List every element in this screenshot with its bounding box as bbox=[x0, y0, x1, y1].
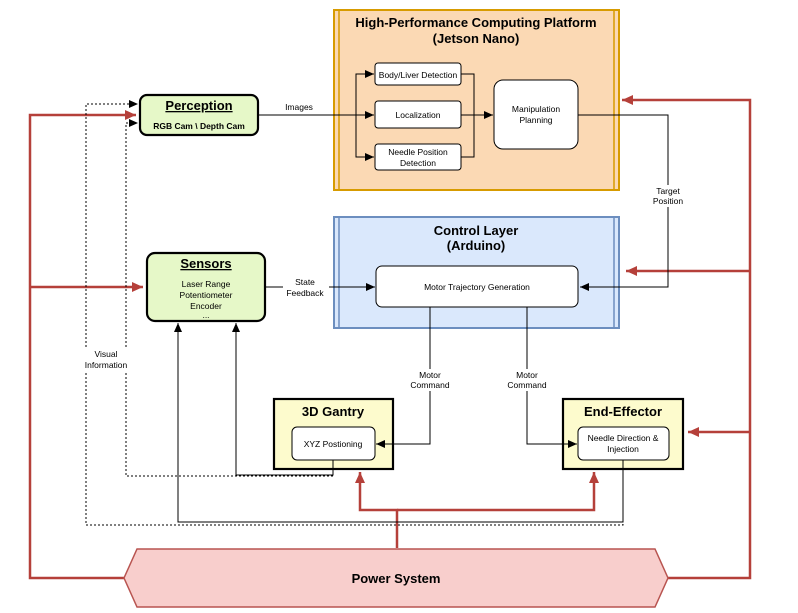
perception-title: Perception bbox=[165, 98, 232, 113]
gantry-to-sensors-feedback bbox=[232, 323, 334, 476]
visual-information-lines bbox=[85, 100, 624, 526]
hpc-title: High-Performance Computing Platform bbox=[355, 15, 596, 30]
gantry-title: 3D Gantry bbox=[302, 404, 365, 419]
end-effector-block: End-Effector Needle Direction & Injectio… bbox=[561, 397, 685, 471]
localization-label: Localization bbox=[396, 110, 441, 120]
control-layer: Control Layer (Arduino) Motor Trajectory… bbox=[333, 216, 620, 329]
state-feedback-label-2: Feedback bbox=[286, 288, 324, 298]
effector-to-sensors-feedback bbox=[174, 323, 624, 523]
power-line-to-effector-bottom bbox=[397, 472, 599, 512]
motor-command-gantry bbox=[376, 307, 431, 448]
body-liver-detection-label: Body/Liver Detection bbox=[379, 70, 458, 80]
visual-info-gantry bbox=[125, 119, 334, 477]
visual-information-label-1: Visual bbox=[95, 349, 118, 359]
needle-direction-label-1: Needle Direction & bbox=[588, 433, 659, 443]
sensors-block: Sensors Laser Range Potentiometer Encode… bbox=[145, 251, 267, 323]
sensor-item: Laser Range bbox=[182, 279, 231, 289]
hpc-subtitle: (Jetson Nano) bbox=[433, 31, 520, 46]
motor-command-effector-label-1: Motor bbox=[516, 370, 538, 380]
motor-command-gantry-label-2: Command bbox=[410, 380, 449, 390]
visual-information-label-2: Information bbox=[85, 360, 128, 370]
power-line-left-bus bbox=[28, 110, 136, 580]
power-line-right-bus bbox=[622, 95, 752, 580]
sensors-title: Sensors bbox=[180, 256, 231, 271]
target-position-label-2: Position bbox=[653, 196, 684, 206]
manipulation-planning-label-2: Planning bbox=[519, 115, 552, 125]
motor-command-gantry-label-1: Motor bbox=[419, 370, 441, 380]
sensor-item: Encoder bbox=[190, 301, 222, 311]
power-line-to-devices bbox=[355, 472, 399, 548]
motor-command-effector-label-2: Command bbox=[507, 380, 546, 390]
power-system-title: Power System bbox=[352, 571, 441, 586]
images-label: Images bbox=[285, 102, 313, 112]
sensor-item: ... bbox=[202, 310, 209, 320]
needle-position-label-2: Detection bbox=[400, 158, 436, 168]
motor-trajectory-label: Motor Trajectory Generation bbox=[424, 282, 530, 292]
visual-info-effector bbox=[85, 100, 624, 526]
motor-trajectory-box bbox=[375, 265, 579, 308]
end-effector-title: End-Effector bbox=[584, 404, 662, 419]
hpc-platform: High-Performance Computing Platform (Jet… bbox=[333, 9, 620, 191]
perception-block: Perception RGB Cam \ Depth Cam bbox=[138, 93, 260, 137]
power-system-block: Power System bbox=[123, 548, 669, 608]
connector-labels: Images Target Position State Feedback Vi… bbox=[80, 101, 689, 391]
power-lines bbox=[28, 95, 752, 580]
fanout-to-needle bbox=[355, 115, 374, 161]
sensor-item: Potentiometer bbox=[180, 290, 233, 300]
gantry-block: 3D Gantry XYZ Postioning bbox=[272, 397, 395, 471]
fanout-to-body-liver bbox=[355, 70, 374, 115]
control-subtitle: (Arduino) bbox=[447, 238, 505, 253]
target-position-label-1: Target bbox=[656, 186, 680, 196]
needle-position-label-1: Needle Position bbox=[388, 147, 448, 157]
motor-command-effector bbox=[526, 307, 577, 448]
control-title: Control Layer bbox=[434, 223, 519, 238]
xyz-positioning-label: XYZ Postioning bbox=[304, 439, 363, 449]
manipulation-planning-label-1: Manipulation bbox=[512, 104, 560, 114]
needle-direction-label-2: Injection bbox=[607, 444, 639, 454]
perception-subtitle: RGB Cam \ Depth Cam bbox=[153, 121, 245, 131]
state-feedback-label-1: State bbox=[295, 277, 315, 287]
